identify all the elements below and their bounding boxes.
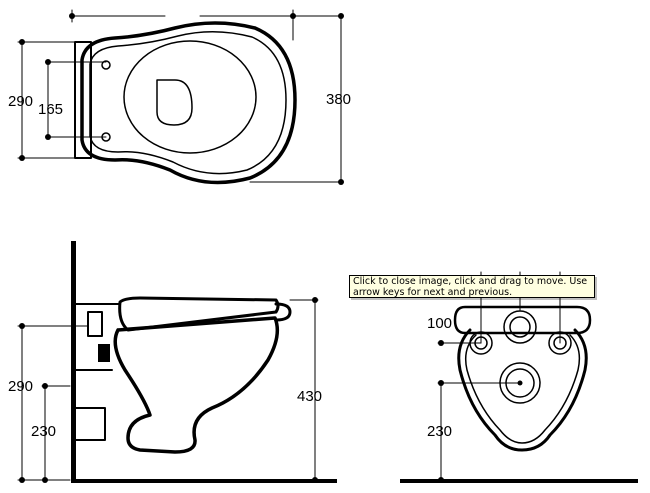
front-dimension-dots [438, 340, 444, 483]
top-dimension-lines [17, 9, 343, 183]
side-seat [118, 296, 280, 332]
side-view: 290 230 430 [8, 241, 337, 483]
top-seat-hole-upper [101, 60, 111, 70]
front-inlet-top [503, 310, 537, 344]
top-outlet [156, 79, 193, 126]
front-inlet-top-inner [509, 316, 531, 338]
dim-side-290: 290 [8, 378, 33, 395]
image-viewer-tooltip[interactable]: Click to close image, click and drag to … [349, 275, 595, 298]
front-dimension-lines [437, 271, 561, 481]
front-bowl-outer [457, 328, 588, 452]
top-view: 290 165 380 [8, 9, 351, 185]
dim-side-430: 430 [297, 388, 322, 405]
dim-top-380: 380 [326, 91, 351, 108]
top-bowl-outer [80, 21, 297, 185]
front-floor [400, 479, 638, 483]
side-floor [71, 479, 337, 483]
dim-top-290: 290 [8, 93, 33, 110]
side-wall [71, 241, 76, 481]
side-frame [75, 303, 121, 441]
side-dimension-dots [19, 297, 318, 483]
top-dimension-dots [19, 13, 344, 185]
dim-front-230: 230 [427, 423, 452, 440]
dim-side-230: 230 [31, 423, 56, 440]
side-bowl [113, 316, 280, 454]
top-bowl-inner [89, 31, 287, 175]
side-connector [98, 344, 110, 362]
dim-front-100: 100 [427, 315, 452, 332]
dim-top-165: 165 [38, 101, 63, 118]
front-view: 100 230 [400, 271, 638, 483]
top-wall-plate [74, 41, 92, 159]
side-seat-hinge [274, 302, 292, 322]
front-bowl-inner [464, 334, 581, 444]
top-seat-opening [123, 40, 257, 154]
side-bracket [87, 311, 103, 337]
